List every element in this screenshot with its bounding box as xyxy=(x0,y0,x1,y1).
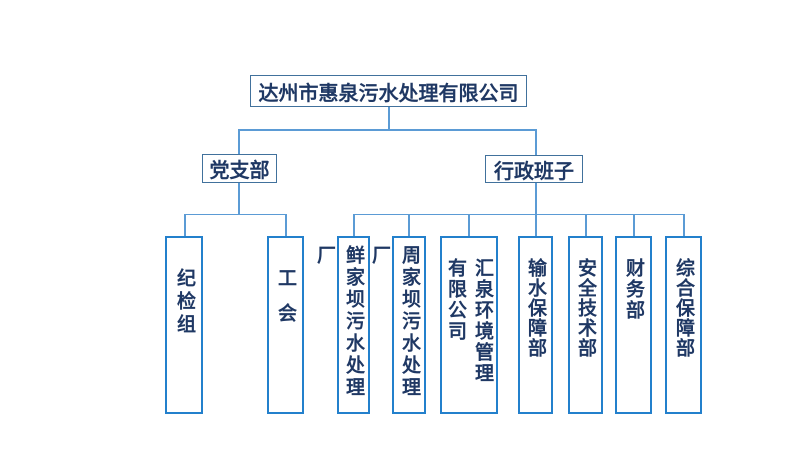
connector-line xyxy=(585,213,587,237)
connector-line xyxy=(535,129,537,155)
connector-line xyxy=(184,213,286,216)
connector-line xyxy=(353,213,684,216)
connector-line xyxy=(535,213,537,237)
org-node-huiquan-environment-company: 汇泉环境管理 有限公司 xyxy=(440,236,498,414)
org-node-labor-union: 工会 xyxy=(267,236,304,414)
connector-line xyxy=(408,213,410,237)
connector-line xyxy=(468,213,470,237)
org-node-safety-technology-dept: 安全技术部 xyxy=(568,236,603,414)
org-node-zhoujiaba-sewage-plant: 周家坝污水处理厂 xyxy=(369,236,426,414)
connector-line xyxy=(285,213,287,237)
connector-line xyxy=(633,213,635,237)
connector-line xyxy=(353,213,355,237)
connector-line xyxy=(238,129,240,154)
connector-line xyxy=(535,183,537,215)
org-node-general-support-dept: 综合保障部 xyxy=(665,236,702,414)
org-node-finance-dept: 财务部 xyxy=(615,236,652,414)
org-node-discipline-inspection-group: 纪检组 xyxy=(165,236,203,414)
org-node-party-branch: 党支部 xyxy=(202,154,277,183)
org-node-xianjiaba-sewage-plant: 鲜家坝污水处理厂 xyxy=(314,236,370,414)
connector-line xyxy=(238,183,240,215)
connector-line xyxy=(683,213,685,237)
org-node-company: 达州市惠泉污水处理有限公司 xyxy=(250,75,527,107)
connector-line xyxy=(238,129,536,131)
org-node-water-supply-support-dept: 输水保障部 xyxy=(518,236,553,414)
org-node-admin-team: 行政班子 xyxy=(485,155,583,183)
connector-line xyxy=(184,213,186,237)
connector-line xyxy=(388,107,390,130)
